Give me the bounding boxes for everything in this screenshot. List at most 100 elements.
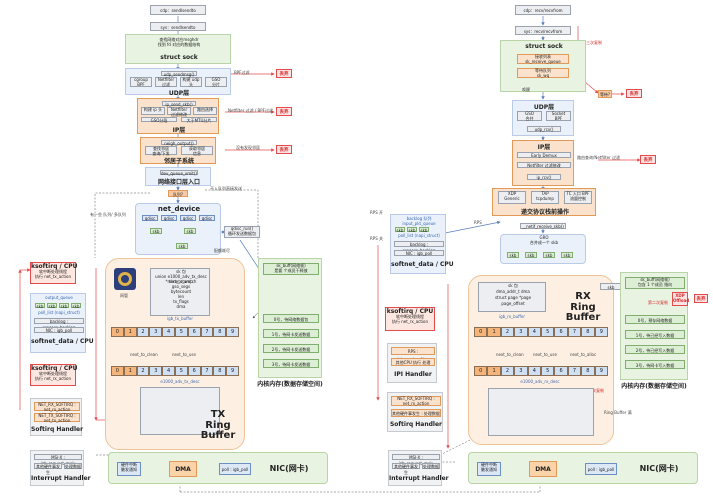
ring-slot: 5: [541, 327, 555, 337]
tx-field-7: dma: [176, 304, 186, 309]
tx-udp-layer-label: UDP层: [168, 90, 190, 97]
rx-nf-note: 路由查询/Netfilter 过滤: [577, 155, 620, 160]
rx-slot-0: 0号，预存网络数据: [625, 315, 685, 324]
tx-timer-note: 配额耗尽: [214, 248, 230, 253]
tx-skb-free: sk_buff(网络帧) 是要 个成员干释放: [263, 263, 319, 275]
ring-slot: 3: [149, 327, 163, 337]
ring-slot: 7: [567, 327, 582, 337]
rx-irq-cell-process: 处理数据: [422, 463, 440, 469]
rx-skb-free: sk_buff(网络帧) 包含 1 个成员 指向: [625, 277, 685, 289]
tx-ksoftirq-box: ksoftirq / CPU 软中断处理线程 执行 net_tx_action: [30, 262, 78, 284]
tx-ip-group: ip_send_skb() 构建 ip 头 Netfilter 过滤修改 路由选…: [137, 98, 219, 134]
rx-igb-struct: sk 包 dma_addr_t dma struct page *page pa…: [478, 282, 546, 312]
tx-field-3: gso_segs: [171, 284, 191, 289]
rx-softirq-label: Softirq Handler: [389, 421, 443, 428]
rx-mem-group: sk_buff(网络帧) 包含 1 个成员 指向 0号，预存网络数据 1号，待已…: [620, 272, 688, 380]
tx-output-queue: output_queue: [45, 295, 73, 300]
ring-slot: 3: [514, 327, 528, 337]
tx-field-5: len: [177, 294, 185, 299]
ring-slot: 2: [500, 327, 515, 337]
ring-slot: 5: [175, 327, 188, 337]
tx-next-to-clean: next_to_clean: [130, 352, 158, 357]
rx-gro-skb-3: skb: [543, 252, 555, 258]
rx-field-1: dma_addr_t dma: [496, 289, 530, 294]
rx-ipi-label: IPI Handler: [394, 371, 432, 378]
tx-dev-queue-xmit: dev_queue_xmit(): [160, 170, 198, 176]
tx-irq-group: MSI-X : igb_request_msix 其他硬件事发生 处理数据 In…: [30, 450, 91, 486]
rx-desc-label: e1000_adv_rx_desc: [520, 379, 560, 384]
ring-slot: 3: [149, 366, 163, 376]
rx-slot-2: 2号，待已经写入数据: [625, 345, 685, 354]
ring-slot: 6: [554, 366, 568, 376]
tx-irq-cell-process: 处理数据: [64, 463, 82, 469]
ring-slot: 4: [162, 327, 175, 337]
ring-slot: 9: [594, 366, 608, 376]
rx-proto-group: XDP Generic TAP tcpdump TC 入口 BPF 流量控制 递…: [492, 188, 596, 216]
ring-slot: 2: [136, 366, 150, 376]
rx-cmd: cdp：recv/recvfrom: [515, 5, 571, 15]
rx-ksoftirq-box: ksoftirq / CPU 软中断处理线程 执行 net_rx_action: [385, 307, 435, 331]
tx-mtu-frag: 大于MTU分片: [181, 117, 217, 123]
rx-mem-note: 内核内存(数据存储空间): [621, 383, 687, 390]
rx-udp-rcv: udp_rcv(): [527, 126, 561, 132]
ring-slot: 8: [581, 327, 595, 337]
rx-bl-skb-3: skb: [419, 227, 429, 233]
rx-ip-rcv: ip_rcv(): [527, 174, 561, 180]
tx-field-6: tx_flags: [173, 299, 189, 304]
tx-udp-cell-netfilter: Netfilter 过滤: [155, 77, 177, 87]
rx-struct-sock-label: struct sock: [525, 43, 563, 50]
tx-ip-send: ip_send_skb(): [162, 101, 196, 107]
tx-neigh-note: 没有发现邻居: [236, 145, 260, 150]
tx-slot-3: 3号，待网卡发送数据: [263, 359, 319, 368]
rx-udp-gso: GSO 合并: [517, 111, 542, 121]
rx-backlog: backlog : process_backlog: [394, 241, 444, 253]
tx-oq-skb-3: skb: [59, 303, 69, 309]
tx-qdisc-decision: 队列?: [168, 190, 188, 197]
rx-softirq-other: 其他硬件事发生 : 处理数据: [391, 409, 441, 417]
tx-qdisc-cell-0: qdisc: [142, 215, 158, 221]
rx-proto-xdp: XDP Generic: [498, 191, 526, 204]
tx-igb-struct: sk 包 union e1000_adv_tx_desc *next_to_wa…: [150, 268, 210, 316]
rx-ip-layer-label: IP层: [537, 144, 551, 151]
tx-ring-label: TX Ring Buffer: [200, 409, 236, 441]
ring-slot: 8: [213, 327, 227, 337]
tx-softirq-tx: NET_TX_SOFTIRQ : net_tx_action: [34, 413, 80, 422]
rx-ring-label: RX Ring Buffer: [565, 291, 601, 323]
rx-ksoftirq-desc: 软中断处理线程 执行 net_rx_action: [391, 314, 429, 324]
logo-caption: 网管: [120, 293, 128, 298]
ring-slot: 6: [187, 327, 201, 337]
tx-neigh-cell-info: 获取邻居 信息: [181, 146, 213, 155]
tx-field-0: sk 包: [176, 269, 186, 274]
rx-gro-group: GRO 合并成一个 skb skb skb skb skb: [500, 234, 586, 264]
ring-slot: 4: [527, 327, 541, 337]
rx-ipi-other: 其他CPU 执行 处理: [391, 358, 435, 366]
ring-slot: 6: [554, 327, 568, 337]
tx-skb-2: skb: [184, 228, 196, 234]
tx-mem-group: sk_buff(网络帧) 是要 个成员干释放 0号，待网络数据包 1号，待网卡发…: [258, 258, 322, 378]
tx-neigh-layer-label: 邻居子系统: [163, 158, 194, 165]
rx-third-copy: 第三次复制: [582, 40, 602, 45]
tx-qdisc-label: 网络接口层入口: [157, 179, 200, 186]
tx-bpf-filter-note: BPF过滤: [234, 70, 250, 75]
ring-slot: 0: [111, 327, 124, 337]
tx-ip-layer-label: IP层: [172, 127, 186, 134]
rx-netif-receive: __netif_receive_skb(): [520, 223, 566, 229]
tx-irq-cell-other: 其他硬件事发生: [34, 463, 62, 475]
rx-xdp-offload: XDP Offload: [672, 292, 689, 306]
tx-struct-sock-group: 查找网络对应msghdr 找到 fd 对应的数据结构 struct sock: [125, 34, 231, 64]
tx-field-2: time_stamp: [169, 279, 193, 284]
rx-nic-group: 硬件中断 触发通知 DMA poll : igb_poll NIC(网卡): [468, 452, 698, 484]
ring-slot: 4: [162, 366, 175, 376]
logo-badge: [114, 268, 136, 290]
rx-nic-label: NIC(网卡): [639, 464, 679, 473]
tx-cpu-mem: 硬件中断 触发通知: [117, 462, 141, 476]
rx-irq-cell-other: 其他硬件事发生: [392, 463, 420, 475]
ring-slot: 1: [123, 327, 137, 337]
tx-ksoftirq2-box: ksoftirq / CPU 软中断处理线程 执行 net_rx_action: [30, 364, 78, 386]
tx-softnet-group: output_queue skb skb skb skb poll_list (…: [30, 293, 94, 353]
rx-drop-3: 丢弃: [694, 294, 708, 303]
tx-net-device-label: net_device: [157, 205, 201, 213]
